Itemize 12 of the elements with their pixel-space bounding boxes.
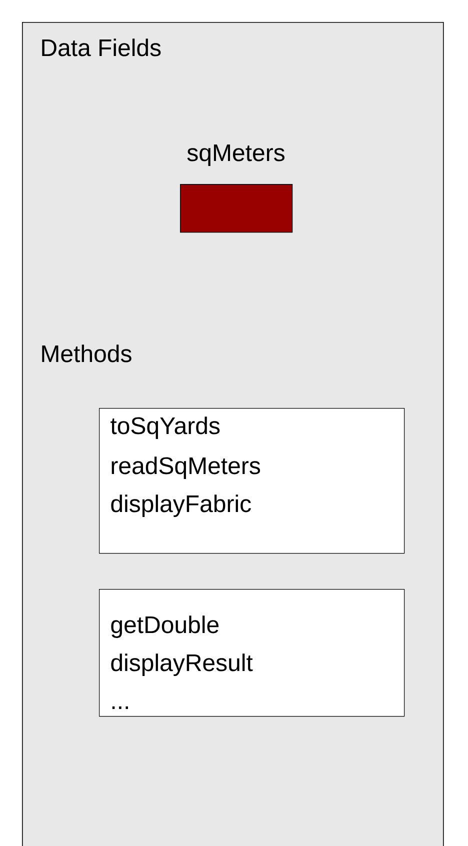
section-heading: Data Fields: [42, 38, 161, 56]
method-name: displayFabric: [111, 494, 251, 517]
method-name: ...: [112, 706, 128, 709]
field-box: sqMeters: [180, 144, 293, 233]
method-box: [99, 408, 405, 554]
node-label: sqMeters: [187, 144, 284, 166]
method-box: [99, 589, 405, 717]
method-name: toSqYards: [110, 416, 220, 439]
method-name: getDouble: [111, 616, 219, 638]
section-heading: Methods: [42, 344, 132, 362]
method-name: displayResult: [111, 654, 253, 676]
method-name: readSqMeters: [112, 456, 260, 479]
